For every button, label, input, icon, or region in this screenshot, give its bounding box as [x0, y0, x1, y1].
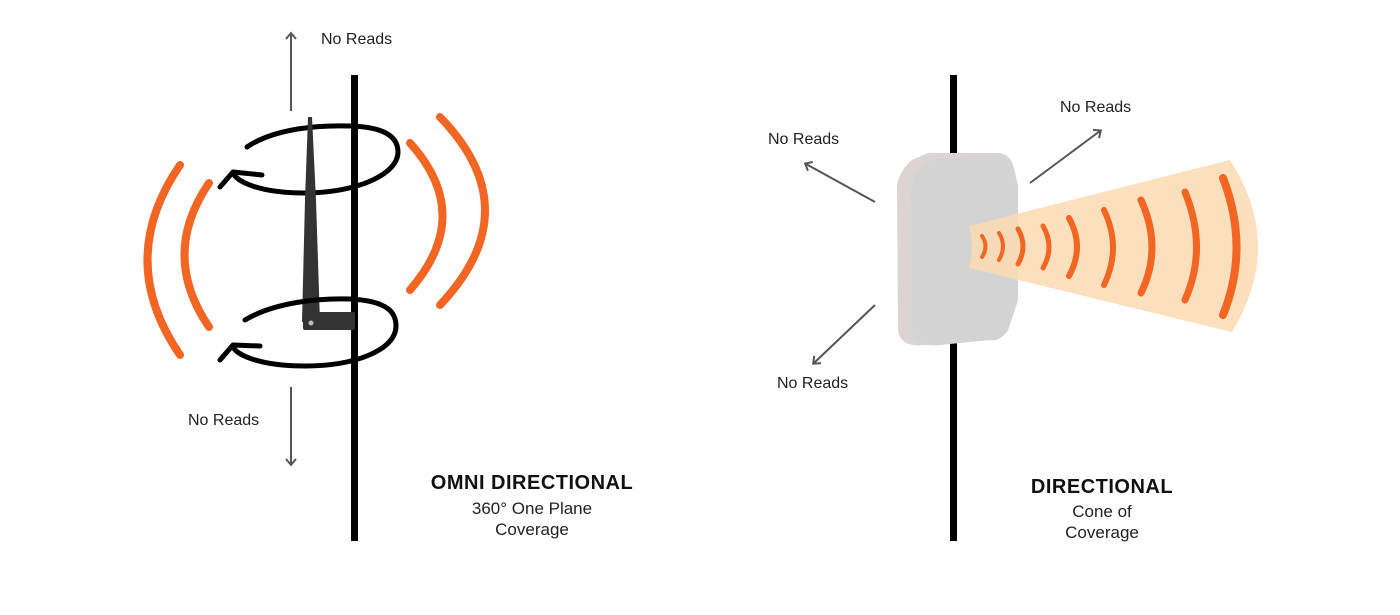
omni-diagram — [143, 31, 489, 541]
omni-no-reads-up-label: No Reads — [321, 31, 393, 48]
omni-rotation-arrow-top-icon — [230, 123, 401, 196]
directional-diagram — [803, 75, 1259, 541]
omni-signal-arc-right-outer — [436, 113, 489, 309]
directional-arrow-upper-left-icon — [803, 161, 876, 203]
directional-no-reads-upper-left-label: No Reads — [768, 131, 840, 148]
directional-no-reads-lower-left-label: No Reads — [777, 375, 849, 392]
omni-signal-arc-left-inner — [180, 179, 213, 331]
omni-no-reads-down-label: No Reads — [188, 412, 260, 429]
omni-whip-antenna — [302, 117, 355, 330]
directional-signal-arcs — [980, 174, 1241, 319]
omni-title: OMNI DIRECTIONAL — [430, 472, 634, 494]
omni-subtitle-line2: Coverage — [495, 520, 569, 539]
directional-arrow-lower-left-icon — [812, 304, 876, 365]
directional-panel-antenna — [897, 153, 1018, 346]
omni-mounting-pole — [351, 75, 358, 541]
directional-subtitle-line2: Coverage — [1065, 523, 1139, 542]
directional-no-reads-upper-right-label: No Reads — [1060, 99, 1132, 116]
omni-signal-arc-left-outer — [143, 161, 184, 359]
omni-signal-arc-right-inner — [406, 139, 447, 294]
omni-subtitle-line1: 360° One Plane — [471, 499, 593, 518]
directional-subtitle-line1: Cone of — [1072, 502, 1132, 521]
directional-title: DIRECTIONAL — [1030, 476, 1174, 498]
directional-arrow-upper-right-icon — [1029, 128, 1103, 184]
omni-rotation-arrow-bottom-icon — [230, 296, 399, 369]
